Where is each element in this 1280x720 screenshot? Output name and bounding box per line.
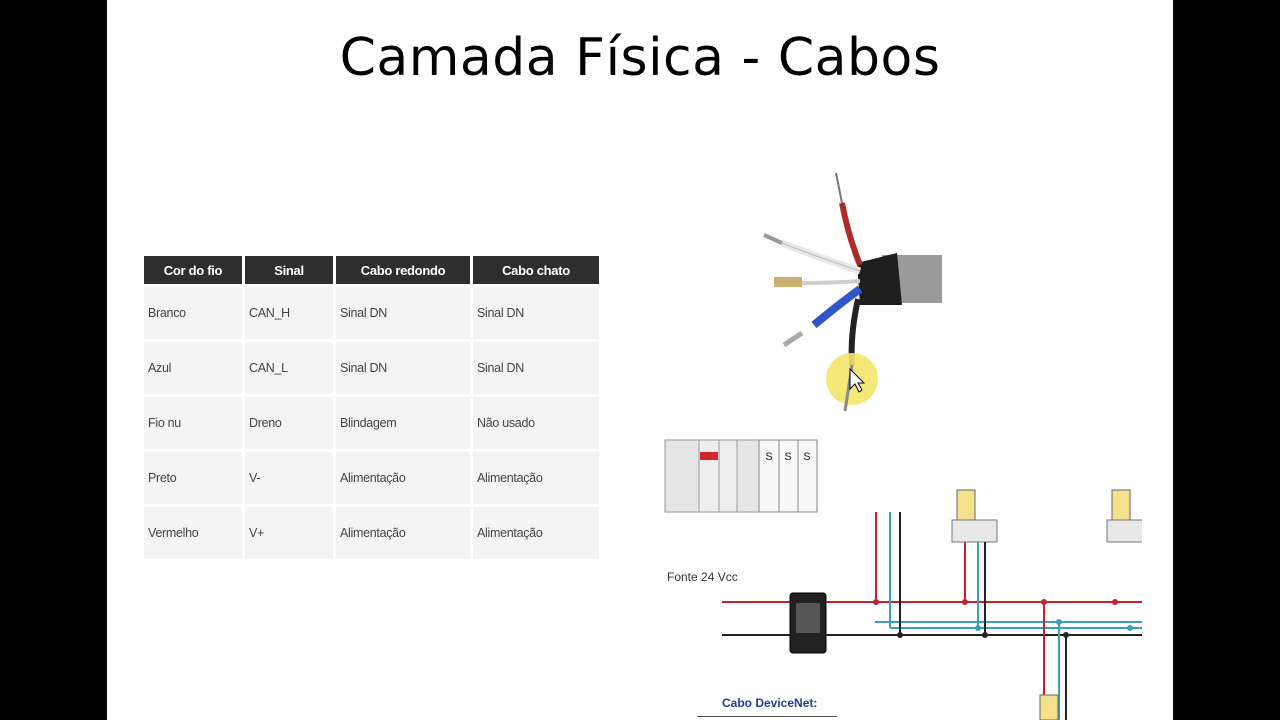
wire-color-table: Cor do fio Sinal Cabo redondo Cabo chato… — [141, 253, 602, 562]
table-cell: Vermelho — [144, 507, 242, 559]
table-cell: Sinal DN — [336, 342, 470, 394]
mouse-cursor-icon — [849, 367, 866, 393]
table-cell: Alimentação — [336, 452, 470, 504]
device-node — [1111, 489, 1131, 521]
header-round-cable: Cabo redondo — [336, 256, 470, 284]
table-cell: CAN_L — [245, 342, 333, 394]
device-node — [956, 489, 976, 521]
module-label: S — [784, 451, 791, 463]
cable-label-underline — [697, 716, 837, 717]
header-flat-cable: Cabo chato — [473, 256, 599, 284]
table-cell: Azul — [144, 342, 242, 394]
table-cell: Não usado — [473, 397, 599, 449]
junction-dot — [1127, 625, 1133, 631]
header-signal: Sinal — [245, 256, 333, 284]
table-cell: Preto — [144, 452, 242, 504]
junction-dot — [897, 632, 903, 638]
header-wire-color: Cor do fio — [144, 256, 242, 284]
device-node — [1039, 694, 1059, 720]
table-cell: Sinal DN — [473, 342, 599, 394]
scanner-module — [797, 439, 818, 513]
heat-shrink — [857, 253, 902, 305]
table-row: Preto V- Alimentação Alimentação — [144, 452, 599, 504]
junction-dot — [873, 599, 879, 605]
junction-dot — [1056, 619, 1062, 625]
table-cell: Alimentação — [336, 507, 470, 559]
blue-wire-ferrule — [782, 330, 804, 348]
slide-title: Camada Física - Cabos — [339, 28, 941, 88]
table-row: Azul CAN_L Sinal DN Sinal DN — [144, 342, 599, 394]
plc-status-led — [700, 452, 718, 460]
drain-ferrule — [774, 277, 802, 287]
table-row: Vermelho V+ Alimentação Alimentação — [144, 507, 599, 559]
junction-dot — [1041, 599, 1047, 605]
table-cell: V- — [245, 452, 333, 504]
table-cell: Fio nu — [144, 397, 242, 449]
junction-dot — [1063, 632, 1069, 638]
table-cell: Sinal DN — [336, 287, 470, 339]
table-row: Fio nu Dreno Blindagem Não usado — [144, 397, 599, 449]
power-supply-label: Fonte 24 Vcc — [667, 570, 738, 584]
devicenet-cable-image — [763, 172, 942, 412]
drain-wire — [801, 279, 861, 285]
blue-wire — [811, 285, 863, 329]
table-cell: CAN_H — [245, 287, 333, 339]
table-cell: Blindagem — [336, 397, 470, 449]
junction-dot — [982, 632, 988, 638]
red-wire-tip — [835, 172, 843, 204]
table-cell: Sinal DN — [473, 287, 599, 339]
table-header-row: Cor do fio Sinal Cabo redondo Cabo chato — [144, 256, 599, 284]
devicenet-wiring-diagram: S S S — [664, 439, 1142, 720]
table-row: Branco CAN_H Sinal DN Sinal DN — [144, 287, 599, 339]
junction-dot — [1112, 599, 1118, 605]
table-cell: Alimentação — [473, 452, 599, 504]
junction-dot — [975, 625, 981, 631]
table-cell: Dreno — [245, 397, 333, 449]
table-cell: V+ — [245, 507, 333, 559]
table-cell: Branco — [144, 287, 242, 339]
red-wire — [839, 202, 863, 267]
module-label: S — [765, 451, 772, 463]
junction-dot — [962, 599, 968, 605]
slide: Camada Física - Cabos Cor do fio Sinal C… — [107, 0, 1173, 720]
cable-label: Cabo DeviceNet: — [722, 696, 818, 710]
table-cell: Alimentação — [473, 507, 599, 559]
module-label: S — [803, 451, 810, 463]
white-wire-ferrule — [763, 233, 783, 245]
